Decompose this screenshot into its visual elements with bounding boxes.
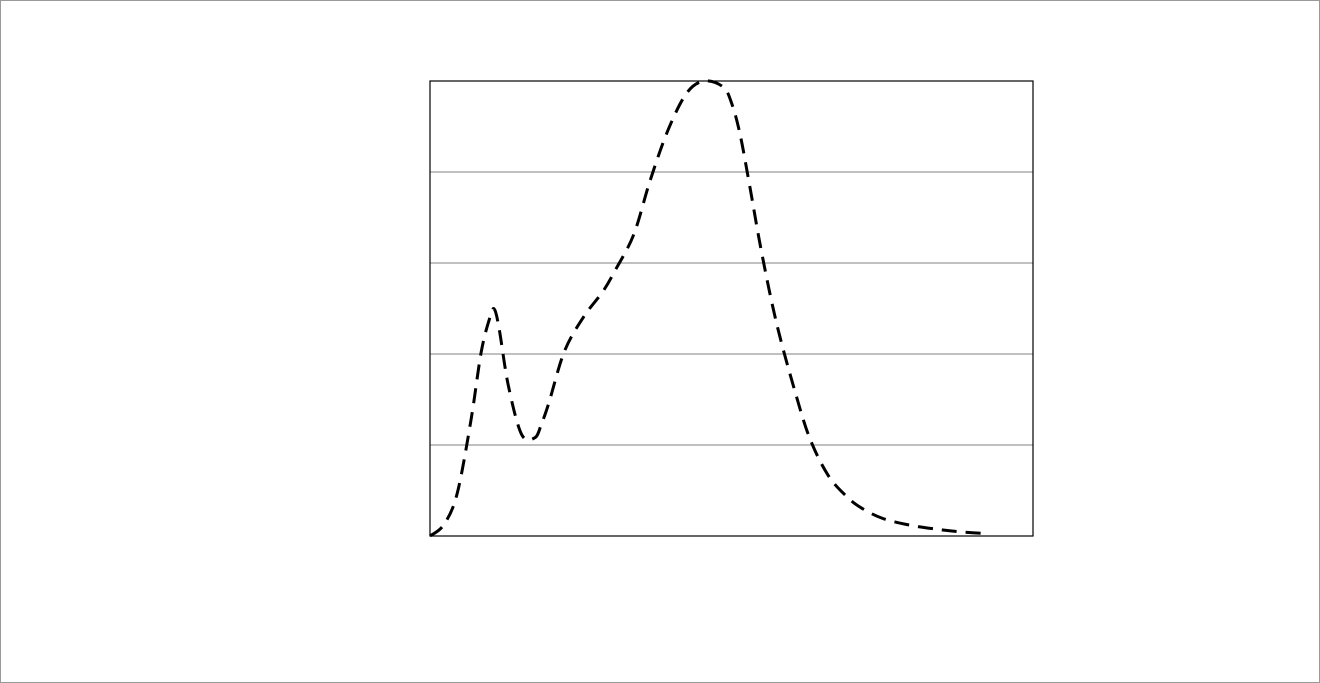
series-line bbox=[429, 79, 990, 538]
series-layer bbox=[429, 79, 990, 538]
gridlines bbox=[430, 171, 1033, 446]
plot-area bbox=[429, 80, 1034, 537]
